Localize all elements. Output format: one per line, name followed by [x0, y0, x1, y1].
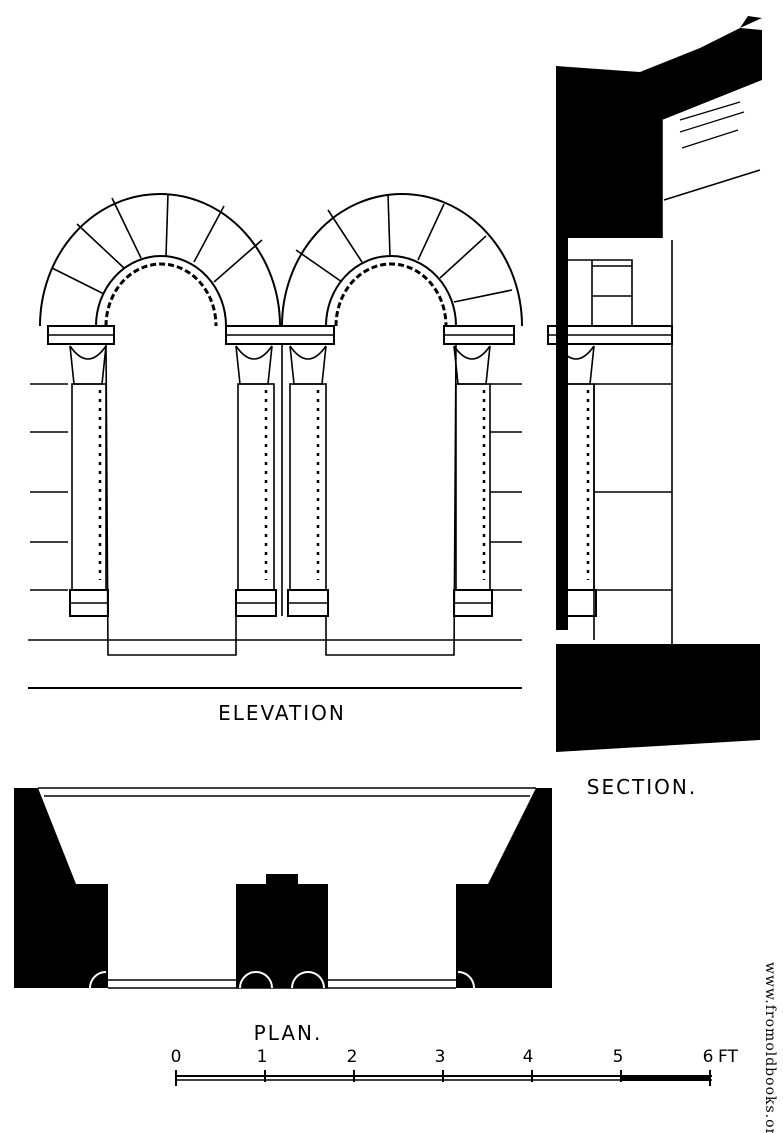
- elevation-drawing: [28, 193, 523, 689]
- scale-bar: 0 1 2 3 4 5 6 FT: [171, 1047, 738, 1086]
- section-drawing: [547, 16, 762, 752]
- elevation-label: ELEVATION: [218, 701, 346, 725]
- scale-tick-4: 4: [523, 1047, 534, 1067]
- scale-tick-6: 6: [703, 1047, 714, 1067]
- plan-drawing: [14, 787, 552, 989]
- scale-tick-1: 1: [257, 1047, 268, 1067]
- scale-unit: FT: [718, 1047, 738, 1067]
- scale-tick-3: 3: [435, 1047, 446, 1067]
- scale-tick-5: 5: [613, 1047, 624, 1067]
- plan-label: PLAN.: [254, 1021, 323, 1045]
- section-label: SECTION.: [587, 775, 697, 799]
- watermark: www.fromoldbooks.org: [762, 962, 778, 1133]
- scale-tick-0: 0: [171, 1047, 182, 1067]
- scale-tick-2: 2: [347, 1047, 358, 1067]
